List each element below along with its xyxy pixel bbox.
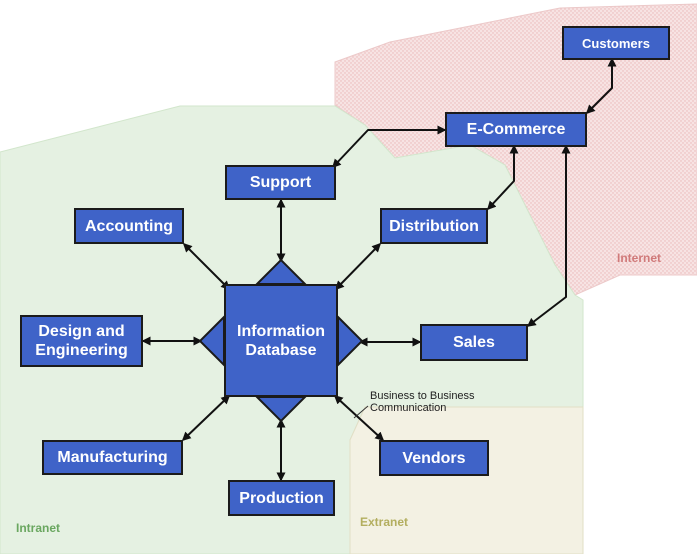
- database-left-diamond: [198, 314, 225, 368]
- manufacturing-node: Manufacturing: [42, 440, 183, 475]
- connector-ecommerce-distribution: [486, 144, 519, 211]
- database-top-diamond: [254, 258, 308, 285]
- connector-ecommerce-sales: [526, 144, 571, 327]
- b2b-annotation: Business to Business Communication: [370, 390, 475, 414]
- extranet-label: Extranet: [360, 515, 409, 529]
- connector-database-distribution: [334, 242, 382, 291]
- production-node: Production: [228, 480, 335, 516]
- information-database-node: Information Database: [224, 284, 338, 397]
- accounting-node: Accounting: [74, 208, 184, 244]
- support-node: Support: [225, 165, 336, 200]
- design-engineering-node: Design and Engineering: [20, 315, 143, 367]
- connector-database-accounting: [182, 242, 231, 291]
- connector-database-vendors: [333, 394, 385, 442]
- database-bottom-diamond: [254, 396, 308, 423]
- intranet-label: Intranet: [16, 521, 61, 535]
- sales-node: Sales: [420, 324, 528, 361]
- customers-node: Customers: [562, 26, 670, 60]
- ecommerce-node: E-Commerce: [445, 112, 587, 147]
- internet-label: Internet: [617, 251, 662, 265]
- distribution-node: Distribution: [380, 208, 488, 244]
- vendors-node: Vendors: [379, 440, 489, 476]
- connector-support-ecommerce: [331, 125, 447, 169]
- connector-ecommerce-customers: [585, 57, 617, 115]
- connector-database-manufacturing: [181, 394, 231, 442]
- database-right-diamond: [337, 314, 364, 368]
- b2b-pointer-line: [353, 405, 369, 419]
